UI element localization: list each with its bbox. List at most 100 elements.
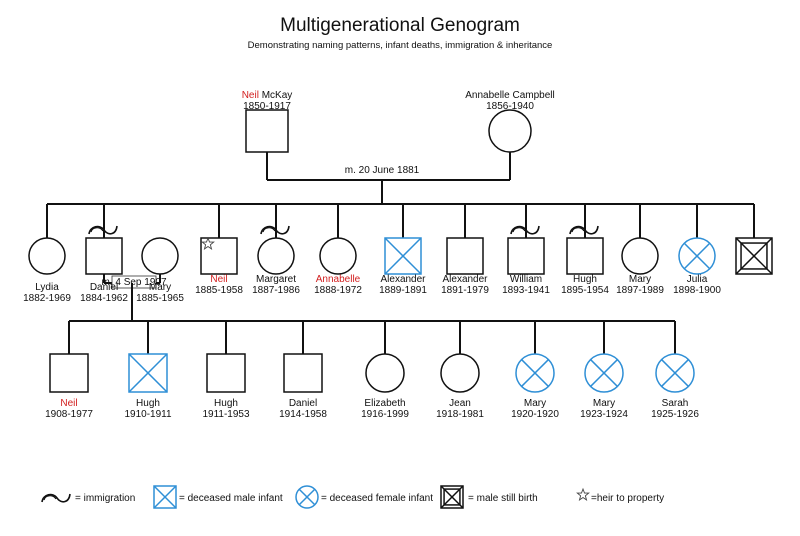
male-square-shape (507, 237, 545, 275)
person-name: Annabelle Campbell (465, 90, 555, 101)
immigration-icon (41, 493, 71, 503)
deceased-female-infant-symbol (515, 353, 555, 393)
person-years: 1893-1941 (502, 285, 550, 296)
legend-label: = deceased female infant (321, 493, 433, 504)
female-circle (440, 353, 480, 393)
female-circle-shape (488, 109, 532, 153)
daniel-marriage-label: m. 4 Sep 1907 (101, 275, 167, 289)
person-years: 1908-1977 (45, 409, 93, 420)
person-years: 1885-1965 (136, 293, 184, 304)
person-name: Jean (449, 398, 471, 409)
diagram-subtitle: Demonstrating naming patterns, infant de… (248, 40, 553, 51)
person-years: 1887-1986 (252, 285, 300, 296)
male-square (200, 237, 238, 275)
female-circle-shape (319, 237, 357, 275)
female-circle-shape (621, 237, 659, 275)
person-years: 1918-1981 (436, 409, 484, 420)
star-icon (576, 487, 590, 501)
person-name: Sarah (662, 398, 689, 409)
person-name: Lydia (35, 282, 59, 293)
female-circle (365, 353, 405, 393)
male-square (245, 109, 289, 153)
immigration-icon (90, 227, 104, 233)
legend-item-deceased-female-infant: = deceased female infant (295, 485, 433, 509)
star-icon (201, 236, 215, 250)
connection-lines: m. 20 June 1881 m. 4 Sep 1907 (46, 152, 755, 354)
legend-label: = deceased male infant (179, 493, 283, 504)
stillbirth-symbol (440, 485, 464, 509)
person-name: William (510, 274, 542, 285)
male-square-shape (283, 353, 323, 393)
person-years: 1911-1953 (202, 409, 250, 420)
person-name: Alexander (442, 274, 488, 285)
person-years: 1891-1979 (441, 285, 489, 296)
female-circle (621, 237, 659, 275)
person-name: Elizabeth (364, 398, 405, 409)
female-circle-shape (440, 353, 480, 393)
person-years: 1914-1958 (279, 409, 327, 420)
legend-label: = male still birth (468, 493, 538, 504)
person-years: 1882-1969 (23, 293, 71, 304)
person-name: Julia (687, 274, 708, 285)
person-name: Daniel (90, 282, 118, 293)
male-square (507, 237, 545, 275)
person-name: Neil (60, 398, 77, 409)
person-years: 1889-1891 (379, 285, 427, 296)
person-name: Margaret (256, 274, 296, 285)
person-name: Hugh (136, 398, 160, 409)
cross-line (735, 237, 773, 275)
deceased-male-infant-symbol (153, 485, 177, 509)
male-square (283, 353, 323, 393)
cross-line (298, 488, 316, 506)
legend-item-heir: =heir to property (576, 487, 664, 504)
legend-label: =heir to property (591, 493, 664, 504)
legend: = immigration = deceased male infant = dec… (41, 485, 664, 509)
female-circle-shape (28, 237, 66, 275)
male-square-shape (446, 237, 484, 275)
cross-line (661, 359, 689, 387)
legend-label: = immigration (75, 493, 135, 504)
female-circle (319, 237, 357, 275)
person-years: 1923-1924 (580, 409, 628, 420)
male-square (446, 237, 484, 275)
person-years: 1910-1911 (124, 409, 172, 420)
person-years: 1898-1900 (673, 285, 721, 296)
cross-line (128, 353, 168, 393)
immigration-icon (262, 227, 276, 233)
female-circle-shape (141, 237, 179, 275)
cross-line (521, 359, 549, 387)
female-circle (141, 237, 179, 275)
immigration-icon (512, 227, 526, 233)
person-years: 1884-1962 (80, 293, 128, 304)
child-stillbirth (735, 237, 773, 275)
deceased-male-infant-symbol (384, 237, 422, 275)
person-years: 1856-1940 (486, 101, 534, 112)
person-years: 1897-1989 (616, 285, 664, 296)
person-name: Hugh (573, 274, 597, 285)
female-circle-shape (365, 353, 405, 393)
marriage-date-box (111, 275, 157, 289)
person-years: 1925-1926 (651, 409, 699, 420)
person-name-rest: McKay (259, 90, 292, 101)
stillbirth-inner-square (443, 488, 461, 506)
person-years: 1920-1920 (511, 409, 559, 420)
person-name: Mary (593, 398, 615, 409)
person-name: Mary (629, 274, 651, 285)
cross-line (153, 485, 177, 509)
person-name: Mary (149, 282, 171, 293)
marriage-date: m. 20 June 1881 (345, 165, 420, 176)
